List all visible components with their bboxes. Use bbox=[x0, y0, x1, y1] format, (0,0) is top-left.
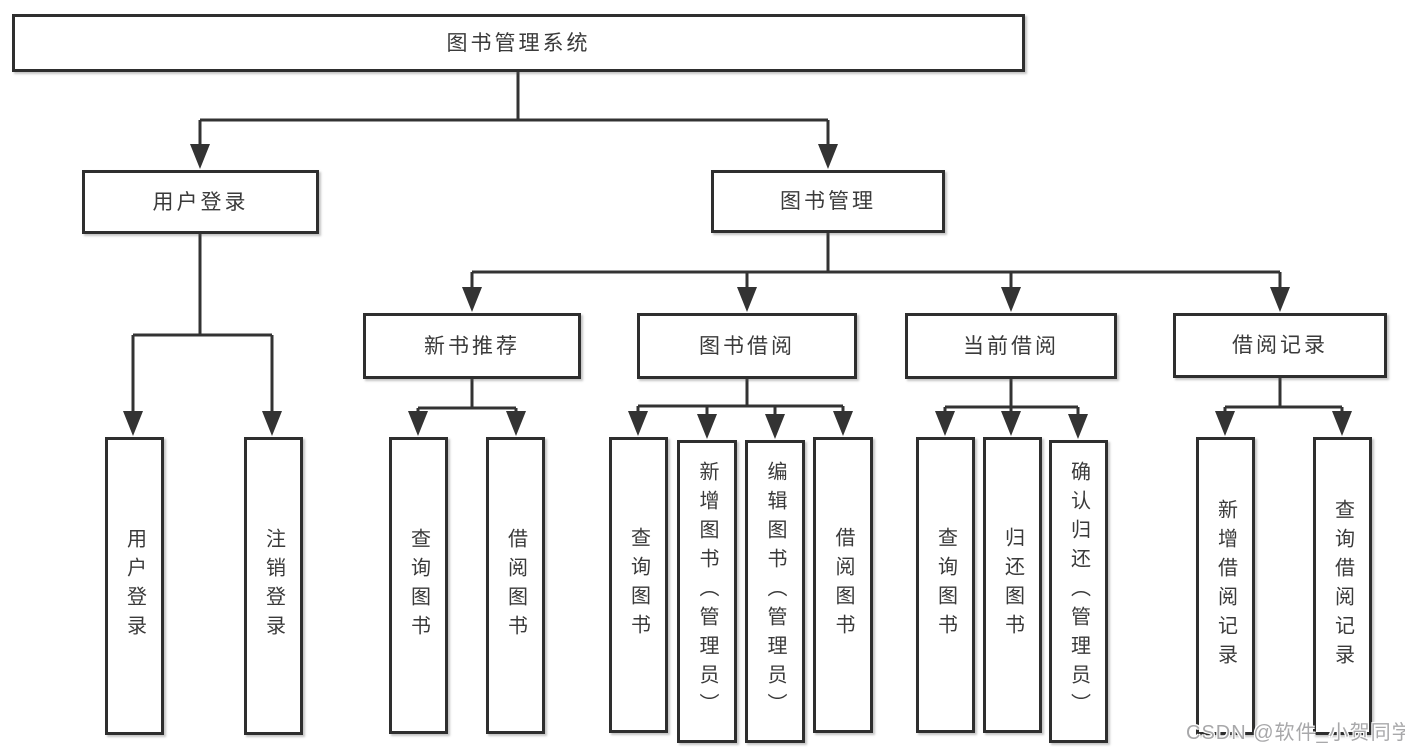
leaf-query-books-borrowing: 查询图书 bbox=[609, 437, 668, 733]
node-borrow-records: 借阅记录 bbox=[1173, 313, 1387, 378]
leaf-edit-book-admin: 编辑图书（管理员） bbox=[745, 440, 805, 743]
leaf-query-books-current: 查询图书 bbox=[916, 437, 975, 733]
leaf-add-book-admin-label: 新增图书（管理员） bbox=[696, 461, 718, 722]
leaf-return-book-label: 归还图书 bbox=[1001, 527, 1024, 643]
node-book-management: 图书管理 bbox=[711, 170, 945, 233]
leaf-add-borrow-record: 新增借阅记录 bbox=[1196, 437, 1255, 735]
leaf-borrow-books-recommend: 借阅图书 bbox=[486, 437, 545, 734]
leaf-borrow-books-borrowing: 借阅图书 bbox=[813, 437, 873, 733]
node-book-borrowing-label: 图书借阅 bbox=[699, 334, 795, 358]
leaf-query-books-recommend: 查询图书 bbox=[389, 437, 448, 734]
leaf-user-login: 用户登录 bbox=[105, 437, 164, 735]
leaf-query-borrow-record: 查询借阅记录 bbox=[1313, 437, 1372, 735]
leaf-confirm-return-admin-label: 确认归还（管理员） bbox=[1067, 461, 1090, 722]
leaf-return-book: 归还图书 bbox=[983, 437, 1042, 733]
node-book-management-label: 图书管理 bbox=[780, 190, 876, 213]
node-new-book-recommend: 新书推荐 bbox=[363, 313, 581, 379]
leaf-edit-book-admin-label: 编辑图书（管理员） bbox=[764, 461, 786, 722]
node-root-label: 图书管理系统 bbox=[446, 31, 591, 55]
leaf-user-login-label: 用户登录 bbox=[123, 528, 146, 644]
leaf-query-borrow-record-label: 查询借阅记录 bbox=[1331, 499, 1354, 673]
leaf-add-borrow-record-label: 新增借阅记录 bbox=[1214, 499, 1237, 673]
leaf-logout-label: 注销登录 bbox=[262, 528, 285, 644]
node-root: 图书管理系统 bbox=[12, 14, 1025, 72]
leaf-add-book-admin: 新增图书（管理员） bbox=[677, 440, 737, 743]
leaf-borrow-books-borrowing-label: 借阅图书 bbox=[832, 527, 854, 643]
leaf-logout: 注销登录 bbox=[244, 437, 303, 735]
leaf-confirm-return-admin: 确认归还（管理员） bbox=[1049, 440, 1108, 743]
leaf-query-books-current-label: 查询图书 bbox=[934, 527, 957, 643]
leaf-query-books-borrowing-label: 查询图书 bbox=[627, 527, 650, 643]
csdn-watermark: CSDN @软件_小贺同学 bbox=[1186, 722, 1405, 744]
node-user-login-branch: 用户登录 bbox=[82, 170, 319, 234]
node-user-login-branch-label: 用户登录 bbox=[152, 190, 249, 214]
node-current-borrow-label: 当前借阅 bbox=[963, 334, 1059, 358]
leaf-borrow-books-recommend-label: 借阅图书 bbox=[504, 527, 527, 644]
node-current-borrow: 当前借阅 bbox=[905, 313, 1117, 379]
node-new-book-recommend-label: 新书推荐 bbox=[424, 334, 520, 358]
leaf-query-books-recommend-label: 查询图书 bbox=[407, 527, 430, 644]
node-book-borrowing: 图书借阅 bbox=[637, 313, 857, 379]
node-borrow-records-label: 借阅记录 bbox=[1232, 334, 1328, 357]
